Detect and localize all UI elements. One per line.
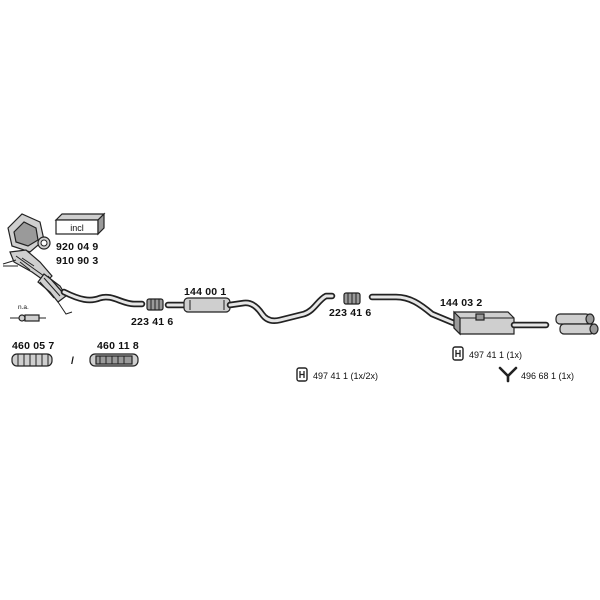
flex-pipe-icon [89,353,139,367]
front-pipe [60,288,146,308]
clamp-right-part: 223 41 6 [329,307,371,319]
clamp-icon [343,292,361,305]
twin-tailpipe-icon [555,313,599,335]
rear-silencer [368,293,550,336]
y-hanger-icon [498,366,518,383]
middle-silencer-part: 144 00 1 [184,286,226,298]
flex-left-part: 460 05 7 [12,340,54,352]
catalytic-converter-icon [2,213,73,315]
rubber-mount-rear-part: 497 41 1 (1x) [469,350,522,360]
rear-silencer-part: 144 03 2 [440,297,482,309]
rubber-mount-mid-part: 497 41 1 (1x/2x) [313,371,378,381]
lambda-sensor-icon [10,314,46,322]
flex-right-part: 460 11 8 [97,340,139,352]
clamp-left-part: 223 41 6 [131,316,173,328]
kit-label: incl [70,223,84,233]
cat-kit-part-2: 910 90 3 [56,255,98,267]
rubber-mount-icon [452,346,464,361]
flex-pipe-icon [11,353,53,367]
na-label: n.a. [18,304,29,311]
kit-box-icon: incl [54,212,106,236]
tailpipe-trim-part: 496 68 1 (1x) [521,371,574,381]
clamp-icon [146,298,164,311]
middle-silencer [164,292,336,324]
separator: / [71,355,74,367]
rubber-mount-icon [296,367,308,382]
cat-kit-part-1: 920 04 9 [56,241,98,253]
